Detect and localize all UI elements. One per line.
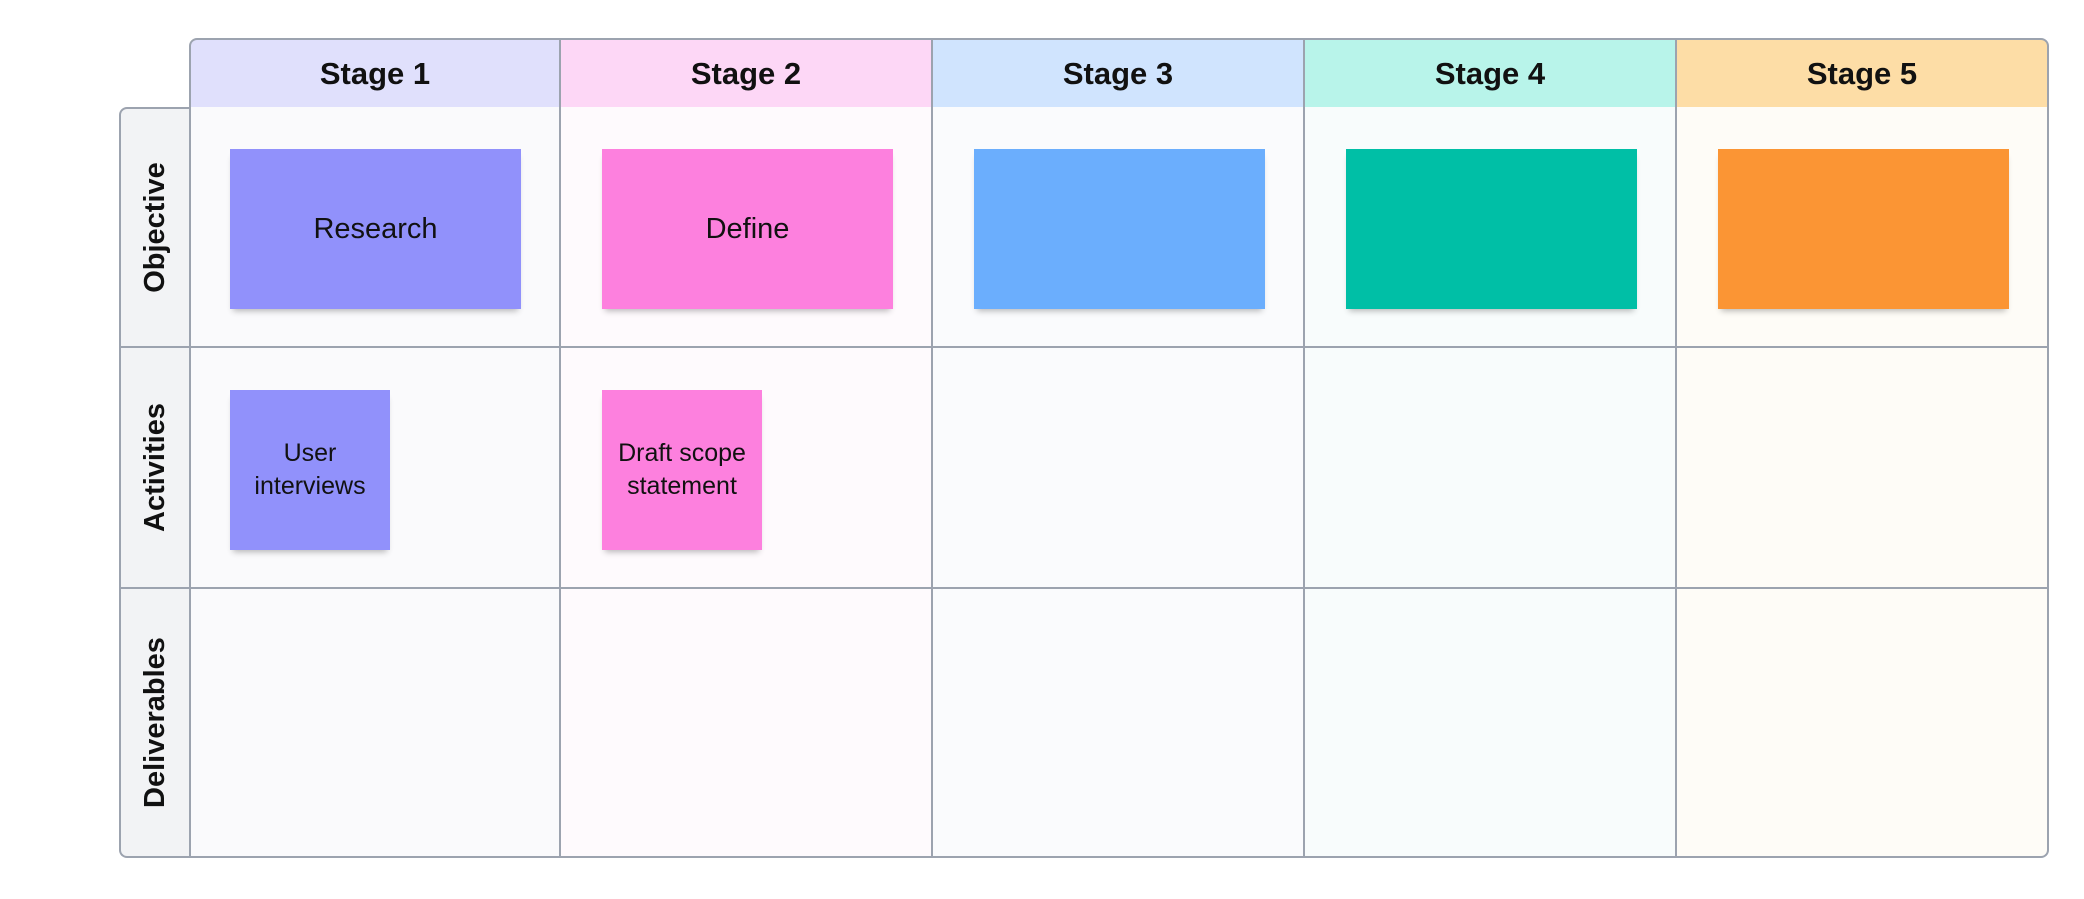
cell-activities-stage-5[interactable] [1677, 348, 2049, 589]
objective-note-stage-5[interactable] [1718, 149, 2009, 309]
cell-activities-stage-4[interactable] [1305, 348, 1677, 589]
row-header-activities[interactable]: Activities [119, 348, 189, 589]
row-label-objective: Objective [138, 162, 171, 293]
stage-3-header[interactable]: Stage 3 [933, 38, 1305, 107]
row-label-activities: Activities [138, 403, 171, 532]
row-header-objective[interactable]: Objective [119, 107, 189, 348]
objective-note-stage-3[interactable] [974, 149, 1265, 309]
row-label-deliverables: Deliverables [138, 637, 171, 808]
activity-note-draft-scope-statement[interactable]: Draft scope statement [602, 390, 762, 550]
cell-deliverables-stage-4[interactable] [1305, 589, 1677, 858]
cell-deliverables-stage-1[interactable] [189, 589, 561, 858]
cell-deliverables-stage-3[interactable] [933, 589, 1305, 858]
row-header-deliverables[interactable]: Deliverables [119, 589, 189, 858]
cell-deliverables-stage-2[interactable] [561, 589, 933, 858]
cell-deliverables-stage-5[interactable] [1677, 589, 2049, 858]
objective-note-stage-1[interactable]: Research [230, 149, 521, 309]
stage-2-header[interactable]: Stage 2 [561, 38, 933, 107]
stage-5-header[interactable]: Stage 5 [1677, 38, 2049, 107]
activity-note-user-interviews[interactable]: User interviews [230, 390, 390, 550]
stage-4-header[interactable]: Stage 4 [1305, 38, 1677, 107]
objective-note-stage-4[interactable] [1346, 149, 1637, 309]
stage-1-header[interactable]: Stage 1 [189, 38, 561, 107]
cell-activities-stage-3[interactable] [933, 348, 1305, 589]
objective-note-stage-2[interactable]: Define [602, 149, 893, 309]
